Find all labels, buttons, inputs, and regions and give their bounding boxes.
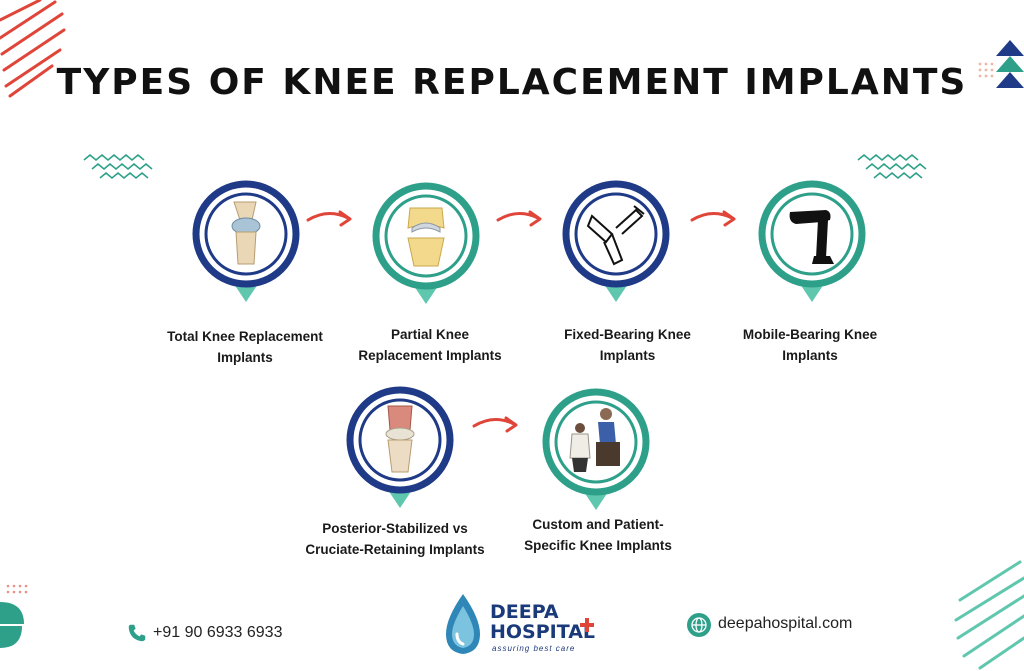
phone-icon [128,624,146,642]
partial-knee-implant-icon [407,207,445,267]
website-link[interactable]: deepahospital.com [718,615,853,632]
implant-node-total-knee [190,180,302,310]
page-title: TYPES OF KNEE REPLACEMENT IMPLANTS [56,62,968,103]
triangle-stack-decoration [978,40,1024,88]
medical-cross-icon [580,618,594,632]
deepa-hospital-logo-icon [446,594,480,654]
logo-text-deepa: DEEPA [490,601,559,623]
globe-icon [687,613,711,637]
arrow-icon [306,210,352,227]
logo-text-hospital: HOSPITAL [490,621,596,643]
wave-decoration-right [857,153,927,180]
implant-label: Custom and Patient-Specific Knee Implant… [524,517,672,553]
teal-scribble-decoration [954,560,1024,670]
bent-leg-icon [789,210,834,264]
arrow-icon [472,416,518,433]
wave-decoration-left [83,153,153,180]
doctor-patient-icon [569,408,620,472]
knee-ligament-icon [385,405,415,473]
arrow-icon [496,210,542,227]
knee-anatomy-icon [231,201,261,265]
implant-node-mobile-bearing [756,180,868,310]
logo-tagline: assuring best care [492,644,576,653]
teal-corner-decoration [0,584,28,648]
phone-number[interactable]: +91 90 6933 6933 [153,624,283,641]
implant-node-partial-knee [370,182,482,312]
implant-node-custom [540,388,652,518]
implant-node-posterior-stabilized [344,386,456,516]
arrow-icon [690,210,736,227]
red-scribble-decoration [0,0,66,98]
implant-node-fixed-bearing [560,180,672,310]
fixed-bearing-implant-icon [586,205,645,266]
